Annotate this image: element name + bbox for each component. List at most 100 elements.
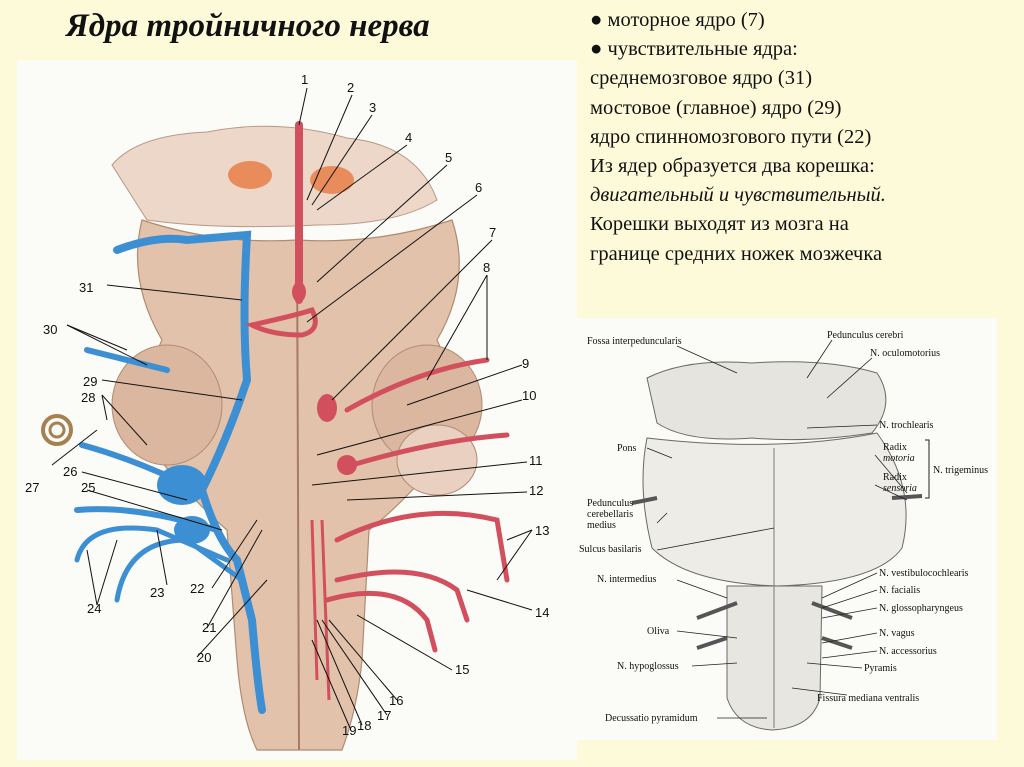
label-28: 28: [81, 390, 95, 405]
label-radix-motoria: Radix: [883, 442, 907, 453]
label-2: 2: [347, 80, 354, 95]
label-n-trochlearis: N. trochlearis: [879, 420, 934, 431]
motor-branch: [324, 590, 438, 653]
label-21: 21: [202, 620, 216, 635]
label-23: 23: [150, 585, 164, 600]
label-pyramis: Pyramis: [864, 663, 897, 674]
label-fossa-interpeduncularis: Fossa interpeduncularis: [587, 336, 682, 347]
label-20: 20: [197, 650, 211, 665]
label-1: 1: [301, 72, 308, 87]
note-line: двигательный и чувствительный.: [590, 184, 886, 207]
label-8: 8: [483, 260, 490, 275]
sensory-branch: [74, 525, 230, 563]
slide-title: Ядра тройничного нерва: [66, 8, 430, 44]
label-14: 14: [535, 605, 549, 620]
label-17: 17: [377, 708, 391, 723]
motor-branch: [349, 432, 510, 468]
motor-loop: [244, 306, 318, 338]
brainstem-ventral-figure: Fossa interpeduncularis Pedunculus cereb…: [577, 318, 997, 740]
label-25: 25: [81, 480, 95, 495]
label-n-intermedius: N. intermedius: [597, 574, 657, 585]
label-12: 12: [529, 483, 543, 498]
label-29: 29: [83, 374, 97, 389]
brainstem-ventral-illustration: Fossa interpeduncularis Pedunculus cereb…: [579, 330, 988, 731]
label-decussatio-pyramidum: Decussatio pyramidum: [605, 713, 698, 724]
label-n-hypoglossus: N. hypoglossus: [617, 661, 679, 672]
nerve-roots: [631, 494, 923, 650]
motor-nucleus: [317, 394, 337, 422]
inner-ear-icon: [48, 421, 66, 439]
label-radix-sensoria: Radix: [883, 472, 907, 483]
label-n-glossopharyngeus: N. glossopharyngeus: [879, 603, 963, 614]
leader-lines: [51, 87, 533, 729]
label-19: 19: [342, 723, 356, 738]
motor-nucleus: [337, 455, 357, 475]
label-sulcus-basilaris: Sulcus basilaris: [579, 544, 642, 555]
sensory-branch: [84, 347, 170, 373]
label-pedunculus-cerebellaris-medius: medius: [587, 520, 616, 531]
label-16: 16: [389, 693, 403, 708]
note-line: ● моторное ядро (7): [590, 9, 765, 31]
note-line: ● чувствительные ядра:: [590, 38, 798, 61]
label-pedunculus-cerebellaris-medius: Pedunculus: [587, 498, 633, 509]
motor-branch: [334, 510, 510, 583]
label-n-trigeminus: N. trigeminus: [933, 465, 988, 476]
label-radix-motoria: motoria: [883, 453, 915, 464]
latin-labels: Fossa interpeduncularis Pedunculus cereb…: [579, 330, 988, 724]
label-n-accessorius: N. accessorius: [879, 646, 937, 657]
note-line: мостовое (главное) ядро (29): [590, 96, 842, 119]
label-30: 30: [43, 322, 57, 337]
label-11: 11: [529, 453, 543, 468]
label-18: 18: [357, 718, 371, 733]
label-31: 31: [79, 280, 93, 295]
pons-body: [642, 432, 907, 587]
notes-text: ● моторное ядро (7) ● чувствительные ядр…: [590, 6, 1020, 269]
midbrain-cut-surface: [111, 125, 438, 228]
inner-ear-icon: [41, 414, 73, 446]
note-line: Из ядер образуется два корешка:: [590, 155, 875, 178]
figure-number-labels: 1 2 3 4 5 6 7 8 9 10 11 12 13 14 15 16 1…: [25, 72, 549, 738]
left-peduncle: [111, 344, 223, 466]
label-n-vagus: N. vagus: [879, 628, 915, 639]
label-5: 5: [445, 150, 452, 165]
label-13: 13: [535, 523, 549, 538]
right-cerebellum-cut: [396, 424, 478, 496]
sensory-ganglion: [174, 516, 210, 544]
label-24: 24: [87, 601, 101, 616]
label-7: 7: [489, 225, 496, 240]
label-9: 9: [522, 356, 529, 371]
label-fissura-mediana-ventralis: Fissura mediana ventralis: [817, 693, 919, 704]
note-line: Корешки выходят из мозга на: [590, 213, 849, 236]
label-10: 10: [522, 388, 536, 403]
median-sulcus: [296, 234, 300, 751]
label-27: 27: [25, 480, 39, 495]
label-pons: Pons: [617, 443, 637, 454]
brainstem-illustration: 1 2 3 4 5 6 7 8 9 10 11 12 13 14 15 16 1…: [25, 72, 549, 751]
label-26: 26: [63, 464, 77, 479]
brainstem-nuclei-figure: 1 2 3 4 5 6 7 8 9 10 11 12 13 14 15 16 1…: [17, 60, 577, 760]
sensory-tract: [113, 230, 266, 714]
label-pedunculus-cerebellaris-medius: cerebellaris: [587, 509, 633, 520]
motor-branch: [334, 569, 470, 623]
note-line: среднемозговое ядро (31): [590, 67, 813, 90]
motor-branch: [344, 357, 490, 413]
red-nucleus-left: [228, 161, 272, 189]
label-n-facialis: N. facialis: [879, 585, 920, 596]
label-22: 22: [190, 581, 204, 596]
motor-branch: [310, 519, 331, 701]
note-line: границе средних ножек мозжечка: [590, 242, 883, 265]
cerebral-peduncles: [646, 361, 887, 441]
label-radix-sensoria: sensoria: [883, 483, 917, 494]
trigeminus-bracket: [925, 439, 930, 499]
label-pedunculus-cerebri: Pedunculus cerebri: [827, 330, 904, 341]
label-oliva: Oliva: [647, 626, 670, 637]
red-nucleus-right: [310, 166, 354, 194]
label-n-oculomotorius: N. oculomotorius: [870, 348, 940, 359]
right-leader-lines: [646, 339, 908, 719]
label-4: 4: [405, 130, 412, 145]
label-15: 15: [455, 662, 469, 677]
note-line: ядро спинномозгового пути (22): [590, 125, 872, 148]
motor-nucleus: [292, 282, 306, 302]
label-3: 3: [369, 100, 376, 115]
label-n-vestibulocochlearis: N. vestibulocochlearis: [879, 568, 969, 579]
